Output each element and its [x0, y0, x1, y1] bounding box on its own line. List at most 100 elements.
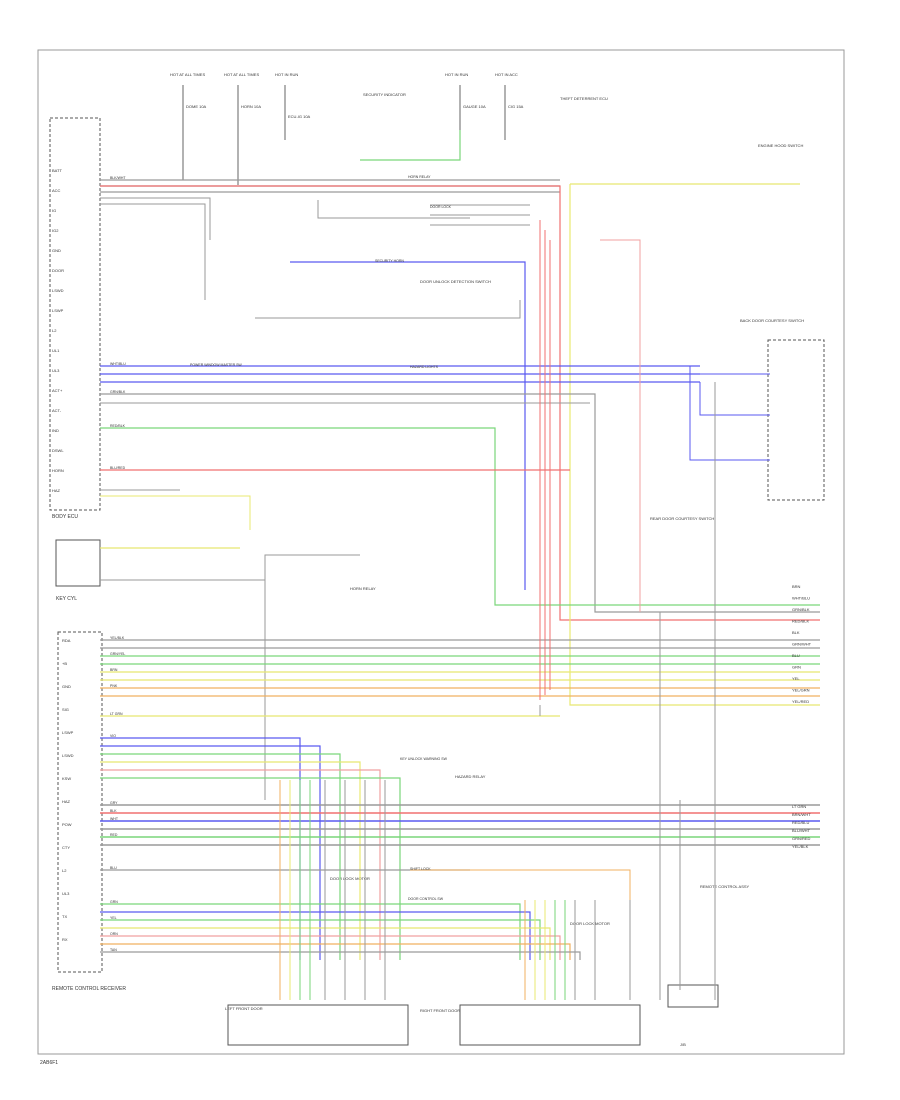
- wire-color-label: GRY: [110, 801, 118, 805]
- right-connector-label: GRN: [792, 665, 801, 670]
- wire-door-right: [100, 935, 561, 960]
- label-rear-door-sw: REAR DOOR COURTESY SWITCH: [650, 516, 714, 521]
- mid-wire-label: HAZARD LIGHTS: [410, 365, 439, 369]
- fuse-label-3: HOT IN RUN: [275, 72, 298, 77]
- wire-color-labels: BLK/WHT WHT/BLU GRN/BLK RED/BLK BLU/RED YEL/B…: [110, 175, 452, 952]
- fuse-label-2: HOT AT ALL TIMES: [224, 72, 259, 77]
- wire-yellow-sec: [100, 495, 251, 530]
- right-connector-label: YEL/BLK: [792, 844, 809, 849]
- wire-door-right: [100, 903, 521, 960]
- ecu-pin-label: LSWD: [52, 288, 64, 293]
- wire-color-label: ORN: [110, 932, 118, 936]
- fuse-value-1: DOME 10A: [186, 104, 207, 109]
- ecu-pin-label: L2: [52, 328, 57, 333]
- wire-color-label: RED/BLK: [110, 424, 126, 428]
- receiver-pin-label: GND: [62, 684, 71, 689]
- fuse-value-5: CIG 15A: [508, 104, 524, 109]
- wire-color-label: BRN: [110, 668, 118, 672]
- receiver-pin-label: SIG: [62, 707, 69, 712]
- diagram-frame: [37, 49, 845, 1055]
- receiver-pin-label: L2: [62, 868, 67, 873]
- key-switch-box: [55, 539, 101, 587]
- label-back-door-sw: BACK DOOR COURTESY SWITCH: [740, 318, 804, 323]
- wire-color-label: BLK: [110, 809, 117, 813]
- right-connector-label: YEL/GRN: [792, 688, 810, 693]
- key-switch-label: KEY CYL: [56, 596, 77, 602]
- ecu-pin-label: ACT-: [52, 408, 62, 413]
- receiver-pin-label: RX: [62, 937, 68, 942]
- fuse-label-1: HOT AT ALL TIMES: [170, 72, 205, 77]
- right-connector-label: BLU/WHT: [792, 828, 811, 833]
- right-connector-label: BLK: [792, 630, 800, 635]
- right-connector-label: LT GRN: [792, 804, 806, 809]
- receiver-pin-label: +B: [62, 661, 67, 666]
- ecu-pin-label: HAZ: [52, 488, 61, 493]
- body-ecu-box: [49, 117, 101, 511]
- wire-green-long: [100, 427, 820, 606]
- label-left-front-door: LEFT FRONT DOOR: [225, 1006, 263, 1011]
- left-door-connector: [227, 1004, 409, 1046]
- right-connector-label: BRN/WHT: [792, 812, 811, 817]
- receiver-pin-label: CTY: [62, 845, 70, 850]
- label-door-lock-motor-2: DOOR LOCK MOTOR: [570, 921, 610, 926]
- wire-color-label: BLU: [110, 866, 117, 870]
- wire-gray-drop: [100, 203, 206, 300]
- wire-color-label: YEL/BLK: [110, 636, 125, 640]
- right-connector-label: RED/BLU: [792, 820, 809, 825]
- fuse-label-4: HOT IN RUN: [445, 72, 468, 77]
- ecu-pin-label: LSWP: [52, 308, 64, 313]
- wire-bundle: [100, 130, 820, 1000]
- right-connector-label: YEL: [792, 676, 800, 681]
- wire-color-label: WHT: [110, 817, 119, 821]
- right-connector-label: GRN/BLK: [792, 607, 810, 612]
- wire-color-label: BLK/WHT: [110, 176, 126, 180]
- wire-lower-cluster: [100, 737, 301, 960]
- ecu-pin-label: IND: [52, 428, 59, 433]
- wire-door-right: [100, 927, 551, 960]
- wire-color-label: WHT/BLU: [110, 362, 126, 366]
- wire-lower-cluster: [100, 777, 401, 960]
- receiver-pin-label: UL3: [62, 891, 70, 896]
- ecu-pin-label: HORN: [52, 468, 64, 473]
- mid-wire-label: SECURITY HORN: [375, 259, 404, 263]
- wire-door-right: [100, 919, 541, 960]
- wire-color-label: GRN: [110, 900, 118, 904]
- ecu-pin-label: ACT+: [52, 388, 63, 393]
- right-connector-label: RED/BLK: [792, 619, 809, 624]
- mid-wire-label: DOOR CONTROL SW: [408, 897, 444, 901]
- wire-door-right: [100, 943, 571, 960]
- wire-lower-cluster: [100, 769, 381, 960]
- wire-yellow-drop: [569, 184, 820, 706]
- receiver-pin-label: LSWD: [62, 753, 74, 758]
- receiver-pin-label: HAZ: [62, 799, 71, 804]
- wire-gray-lock: [317, 200, 470, 219]
- ecu-pin-label: ACC: [52, 188, 61, 193]
- fuse-value-4: GAUGE 10A: [463, 104, 486, 109]
- pin-labels: BATTACCIGIG2GNDDOORLSWDLSWPL2UL1UL3ACT+A…: [52, 168, 74, 942]
- wire-color-label: BLU/RED: [110, 466, 126, 470]
- fuse-label-5: HOT IN ACC: [495, 72, 518, 77]
- wire-blue-mid: [290, 261, 526, 590]
- right-connector-label: WHT/BLU: [792, 596, 810, 601]
- right-connector-label: BLU: [792, 653, 800, 658]
- ecu-pin-label: DOOR: [52, 268, 64, 273]
- mid-wire-label: POWER WINDOW MASTER SW: [190, 363, 242, 367]
- wire-color-label: GRN/YEL: [110, 652, 125, 656]
- right-connector-labels: BRNWHT/BLUGRN/BLKRED/BLKBLKGRN/WHTBLUGRN…: [792, 584, 812, 849]
- receiver-pin-label: LSWP: [62, 730, 74, 735]
- wire-color-label: GRN/BLK: [110, 390, 126, 394]
- receiver-pin-label: KSW: [62, 776, 71, 781]
- mid-wire-label: KEY UNLOCK WARNING SW: [400, 757, 448, 761]
- fuse-value-2: HORN 10A: [241, 104, 261, 109]
- wire-gray-drop: [100, 197, 211, 240]
- wire-color-label: YEL: [110, 916, 117, 920]
- wire-door-right: [100, 951, 581, 960]
- receiver-pin-label: POW: [62, 822, 72, 827]
- wire-pink-vertical: [600, 239, 641, 612]
- label-theft-ecu: THEFT DETERRENT ECU: [560, 96, 608, 101]
- mid-wire-label: DOOR LOCK: [430, 205, 452, 209]
- receiver-pin-label: TX: [62, 914, 67, 919]
- label-junction-block: J/B: [680, 1042, 686, 1047]
- ecu-pin-label: UL1: [52, 348, 60, 353]
